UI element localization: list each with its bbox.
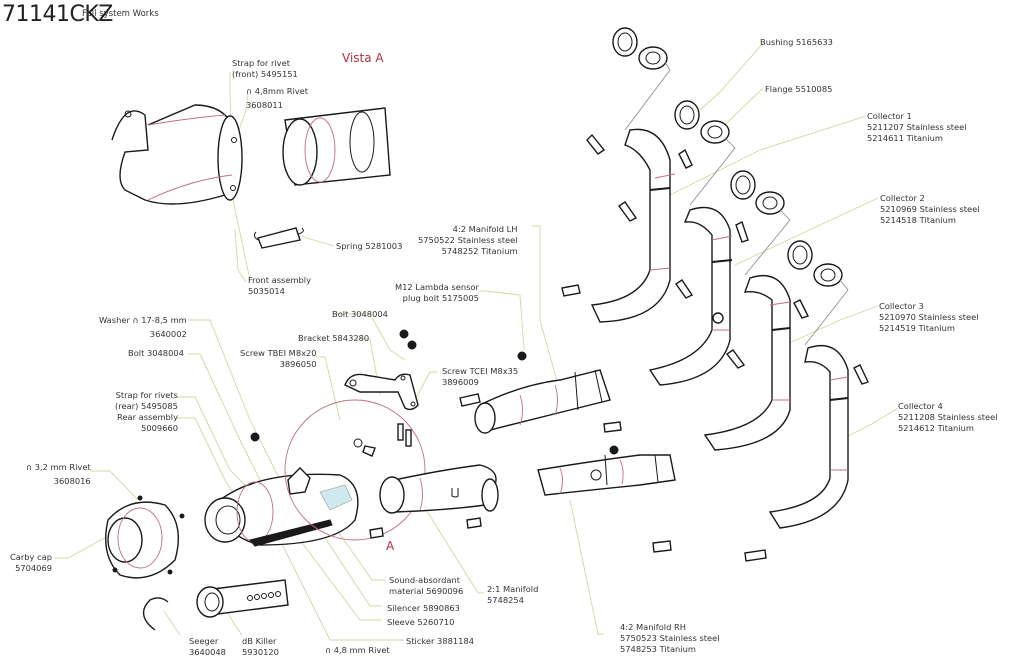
manifold-lh-drawing (474, 284, 622, 434)
leader-lines (54, 41, 899, 641)
label-strap-rear: Strap for rivets(rear) 5495085 (115, 390, 178, 411)
view-marker: A (386, 539, 395, 553)
label-bracket: Bracket 5843280 (298, 333, 370, 343)
collectors-drawing (590, 128, 849, 529)
label-bolt-top: Bolt 3048004 (332, 309, 388, 319)
label-flange: Flange 5510085 (765, 84, 833, 94)
label-spring: Spring 5281003 (336, 241, 403, 251)
label-bolt-left: Bolt 3048004 (128, 348, 184, 358)
label-sleeve: Sleeve 5260710 (387, 617, 455, 627)
front-assembly-drawing (111, 104, 391, 249)
manifold-rh-drawing (537, 445, 767, 562)
silencer-drawing (105, 399, 426, 631)
bushings-flanges-drawing (586, 27, 869, 385)
label-bushing: Bushing 5165633 (760, 37, 833, 47)
label-sticker: Sticker 3881184 (406, 636, 474, 646)
label-strap-front: Strap for rivet(front) 5495151 (232, 58, 298, 79)
label-silencer: Silencer 5890863 (387, 603, 460, 613)
bracket-hardware-drawing (250, 329, 481, 457)
part-number-title: 71141CKZ (2, 2, 113, 27)
kit-subtitle: Full system Works (82, 9, 159, 19)
view-label: Vista A (342, 51, 384, 65)
label-rivet-48-bottom: ∩ 4,8 mm Rivet (325, 645, 390, 655)
manifold-2-1-drawing (369, 464, 499, 539)
